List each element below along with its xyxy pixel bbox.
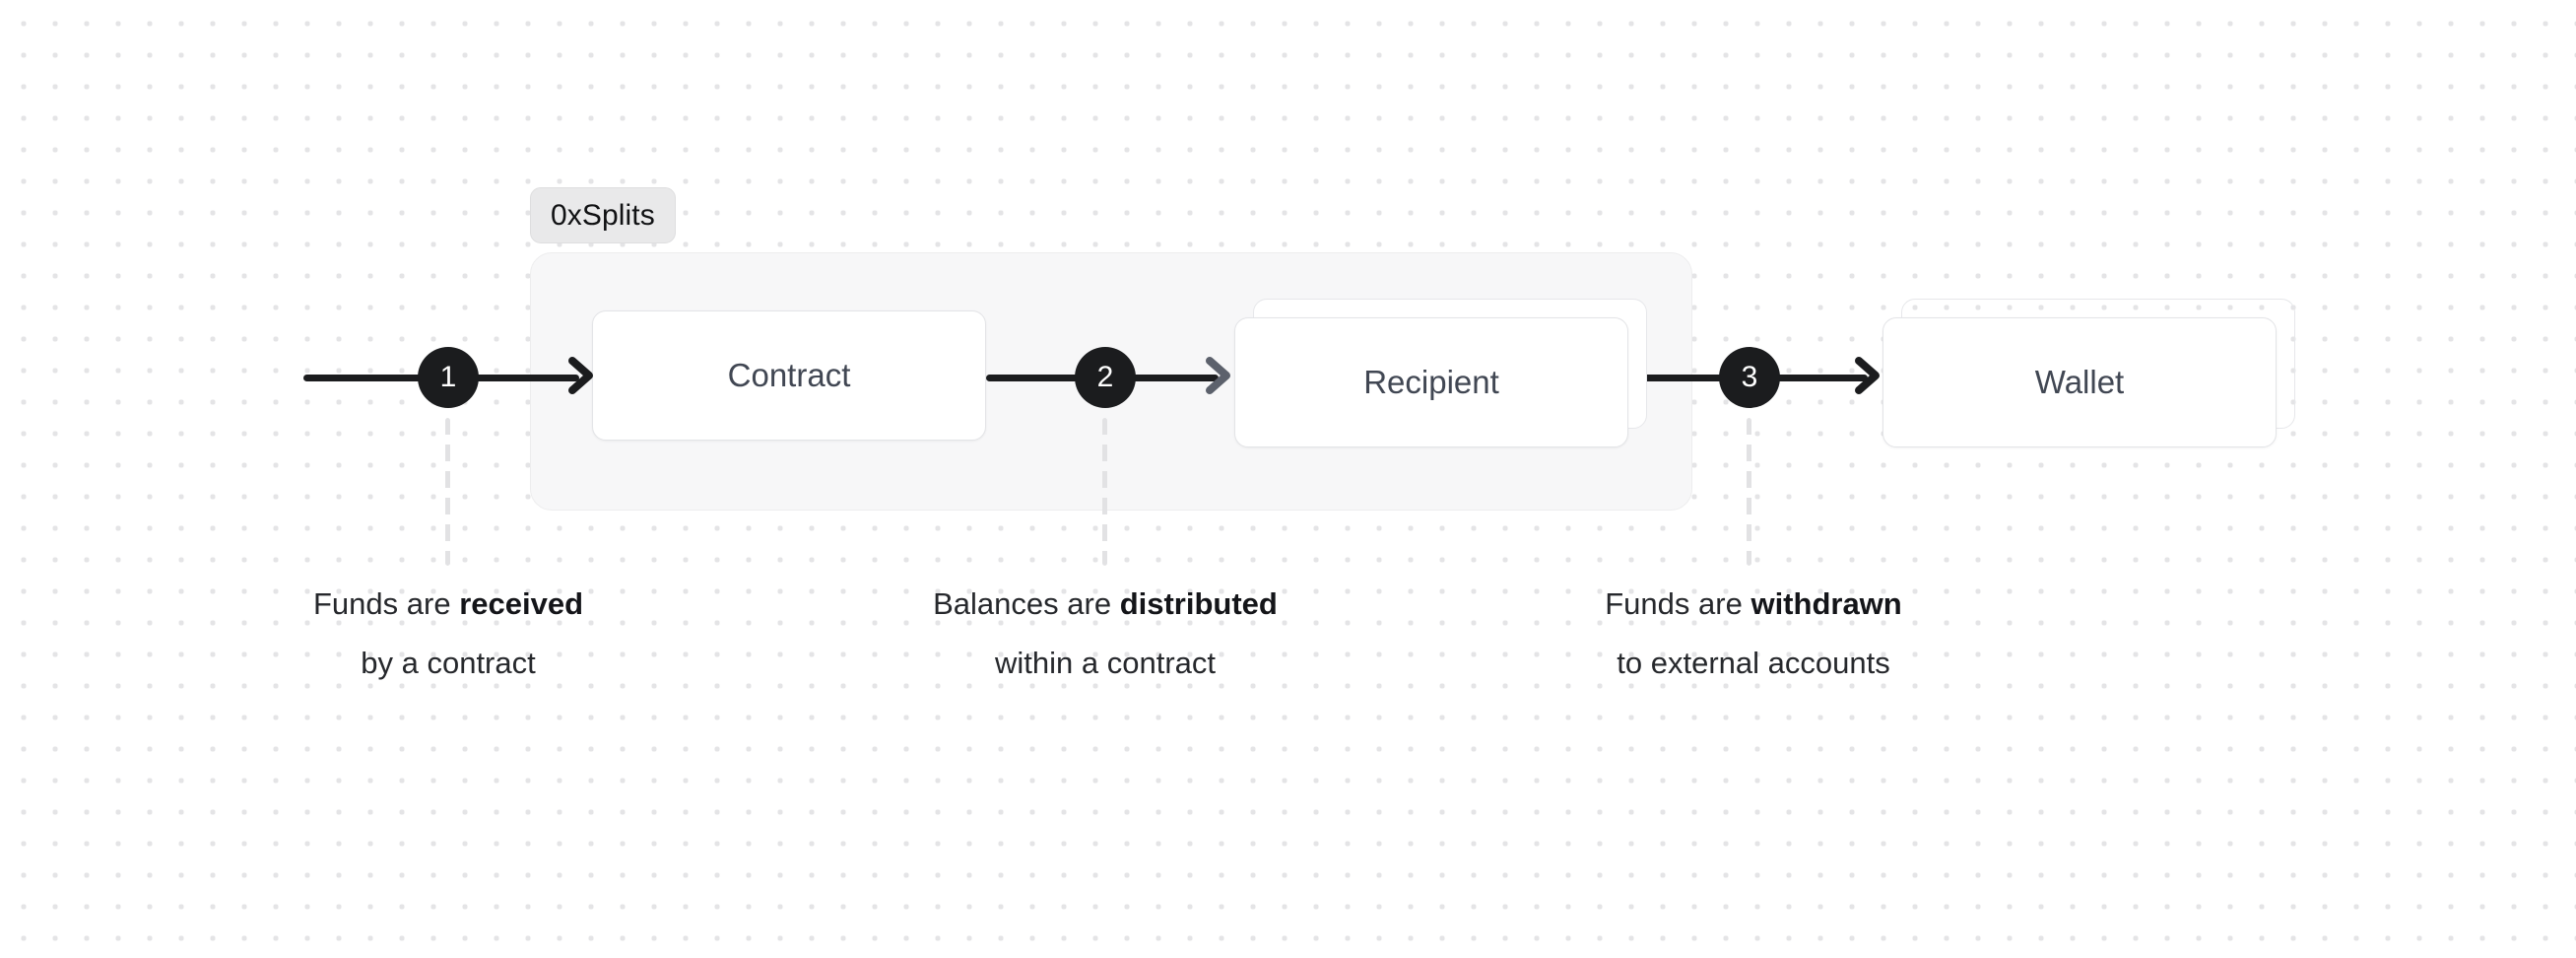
step-caption-2-emphasis: distributed (1119, 586, 1278, 621)
connector-segment-from-contract (986, 375, 1090, 381)
connector-segment-to-contract (461, 375, 579, 381)
step-caption-3-prefix: Funds are (1605, 586, 1751, 621)
step-marker-1[interactable]: 1 (418, 347, 479, 408)
step-caption-1-line1: Funds are received (172, 575, 724, 634)
step-caption-2-line1: Balances are distributed (829, 575, 1381, 634)
step-caption-1-emphasis: received (459, 586, 584, 621)
node-recipient-label: Recipient (1363, 364, 1499, 400)
step-marker-3[interactable]: 3 (1719, 347, 1780, 408)
step-marker-2-number: 2 (1096, 361, 1114, 393)
step-caption-1-line2: by a contract (361, 646, 536, 680)
step-caption-2-line2: within a contract (995, 646, 1216, 680)
dashed-connector-icon (1102, 418, 1107, 566)
connector-segment-to-wallet (1735, 375, 1868, 381)
connector-segment-to-recipient (1090, 375, 1219, 381)
step-caption-1-prefix: Funds are (312, 586, 460, 621)
group-badge-0xsplits: 0xSplits (530, 187, 676, 243)
node-wallet-label: Wallet (2034, 364, 2125, 400)
connector-segment-from-recipient (1628, 375, 1735, 381)
node-wallet[interactable]: Wallet (1882, 317, 2277, 447)
arrow-right-icon (1206, 357, 1230, 394)
dashed-connector-icon (445, 418, 450, 566)
step-caption-2-prefix: Balances are (933, 586, 1120, 621)
node-contract-label: Contract (727, 357, 851, 393)
step-caption-1: Funds are received by a contract (172, 575, 724, 693)
dashed-connector-icon (1747, 418, 1751, 566)
node-recipient[interactable]: Recipient (1234, 317, 1628, 447)
step-caption-3-line1: Funds are withdrawn (1478, 575, 2029, 634)
step-caption-3: Funds are withdrawn to external accounts (1478, 575, 2029, 693)
step-caption-3-emphasis: withdrawn (1750, 586, 1902, 621)
arrow-right-icon (1855, 357, 1880, 394)
step-marker-3-number: 3 (1741, 361, 1758, 393)
connector-segment-start (303, 375, 461, 381)
step-marker-1-number: 1 (439, 361, 457, 393)
arrow-right-icon (568, 357, 593, 394)
node-contract[interactable]: Contract (592, 310, 986, 441)
step-caption-3-line2: to external accounts (1617, 646, 1890, 680)
step-marker-2[interactable]: 2 (1075, 347, 1136, 408)
step-caption-2: Balances are distributed within a contra… (829, 575, 1381, 693)
